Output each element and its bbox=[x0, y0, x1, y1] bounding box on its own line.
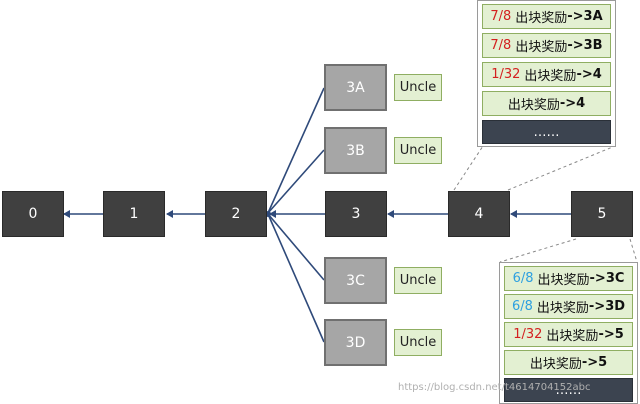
reward-target: ->3B bbox=[567, 38, 603, 53]
block-label: 3A bbox=[346, 79, 365, 96]
block-label: 0 bbox=[28, 206, 38, 222]
reward-text: 出块奖励 bbox=[536, 301, 589, 316]
reward-row-more: …… bbox=[482, 120, 611, 144]
reward-text: 出块奖励 bbox=[529, 357, 582, 372]
callout-4-left bbox=[453, 145, 484, 191]
block-5: 5 bbox=[571, 191, 633, 237]
block-0: 0 bbox=[2, 191, 64, 237]
link-3C-to-2 bbox=[267, 213, 325, 281]
link-3A-to-2 bbox=[267, 87, 325, 214]
link-3B-to-2 bbox=[267, 149, 325, 214]
reward-row-more: …… bbox=[504, 378, 633, 402]
block-label: 2 bbox=[231, 206, 241, 222]
reward-fraction: 7/8 bbox=[490, 9, 512, 24]
block-3D: 3D bbox=[324, 319, 387, 366]
block-3A: 3A bbox=[324, 64, 387, 111]
reward-target: ->4 bbox=[576, 67, 602, 82]
ellipsis: …… bbox=[555, 382, 582, 398]
block-label: 4 bbox=[474, 206, 484, 222]
reward-text: 出块奖励 bbox=[515, 11, 568, 26]
reward-target: ->5 bbox=[581, 355, 608, 370]
reward-target: ->4 bbox=[559, 96, 586, 111]
link-3D-to-2 bbox=[267, 213, 325, 343]
reward-fraction: 6/8 bbox=[512, 271, 534, 286]
reward-fraction: 6/8 bbox=[511, 299, 533, 314]
reward-text: 出块奖励 bbox=[546, 329, 599, 344]
callout-5-right bbox=[629, 238, 638, 263]
reward-text: 出块奖励 bbox=[515, 40, 568, 55]
block-2: 2 bbox=[205, 191, 267, 237]
reward-fraction: 7/8 bbox=[490, 38, 512, 53]
block-3C: 3C bbox=[324, 257, 387, 304]
reward-text: 出块奖励 bbox=[507, 98, 560, 113]
reward-row: 出块奖励->5 bbox=[504, 350, 633, 375]
ellipsis: …… bbox=[533, 124, 560, 140]
uncle-tag-3C: Uncle bbox=[394, 267, 442, 294]
callout-4-right bbox=[507, 145, 616, 191]
block-label: 3B bbox=[346, 142, 365, 159]
uncle-tag-3B: Uncle bbox=[394, 137, 442, 164]
reward-target: ->3D bbox=[588, 299, 626, 314]
uncle-tag-3A: Uncle bbox=[394, 74, 442, 101]
block-3: 3 bbox=[325, 191, 387, 237]
block-4: 4 bbox=[448, 191, 510, 237]
reward-text: 出块奖励 bbox=[524, 69, 577, 84]
reward-target: ->3C bbox=[589, 271, 625, 286]
reward-text: 出块奖励 bbox=[537, 273, 590, 288]
reward-row: 出块奖励->4 bbox=[482, 91, 611, 116]
watermark: https://blog.csdn.net/t4614704152abc bbox=[398, 382, 591, 393]
reward-target: ->3A bbox=[567, 9, 603, 24]
block-label: 5 bbox=[597, 206, 607, 222]
block-3B: 3B bbox=[324, 127, 387, 174]
reward-fraction: 1/32 bbox=[513, 327, 543, 342]
reward-fraction: 1/32 bbox=[491, 67, 521, 82]
block-label: 3D bbox=[345, 334, 366, 351]
reward-target: ->5 bbox=[598, 327, 624, 342]
block-1: 1 bbox=[103, 191, 165, 237]
block-label: 1 bbox=[129, 206, 139, 222]
block-label: 3C bbox=[346, 272, 365, 289]
callout-5-left bbox=[499, 238, 577, 263]
uncle-tag-3D: Uncle bbox=[394, 329, 442, 356]
block-label: 3 bbox=[351, 206, 361, 222]
